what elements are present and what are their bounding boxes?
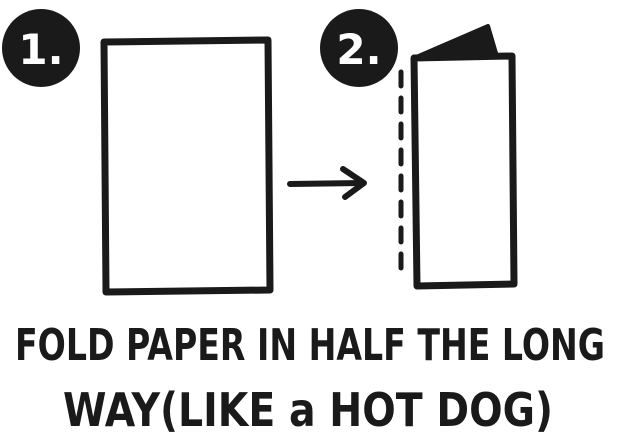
folded-paper-sheet [414,56,514,286]
full-paper-sheet [104,40,270,292]
arrow-right-icon [290,169,364,197]
step-1-number: 1. [18,25,63,74]
caption-line-2: WAY(LIKE a HOT DOG) [63,383,553,437]
step-2-number: 2. [336,25,381,74]
step-2-badge: 2. [320,9,398,87]
step-1-badge: 1. [2,9,80,87]
caption-line-1: FOLD PAPER IN HALF THE LONG [15,320,605,371]
